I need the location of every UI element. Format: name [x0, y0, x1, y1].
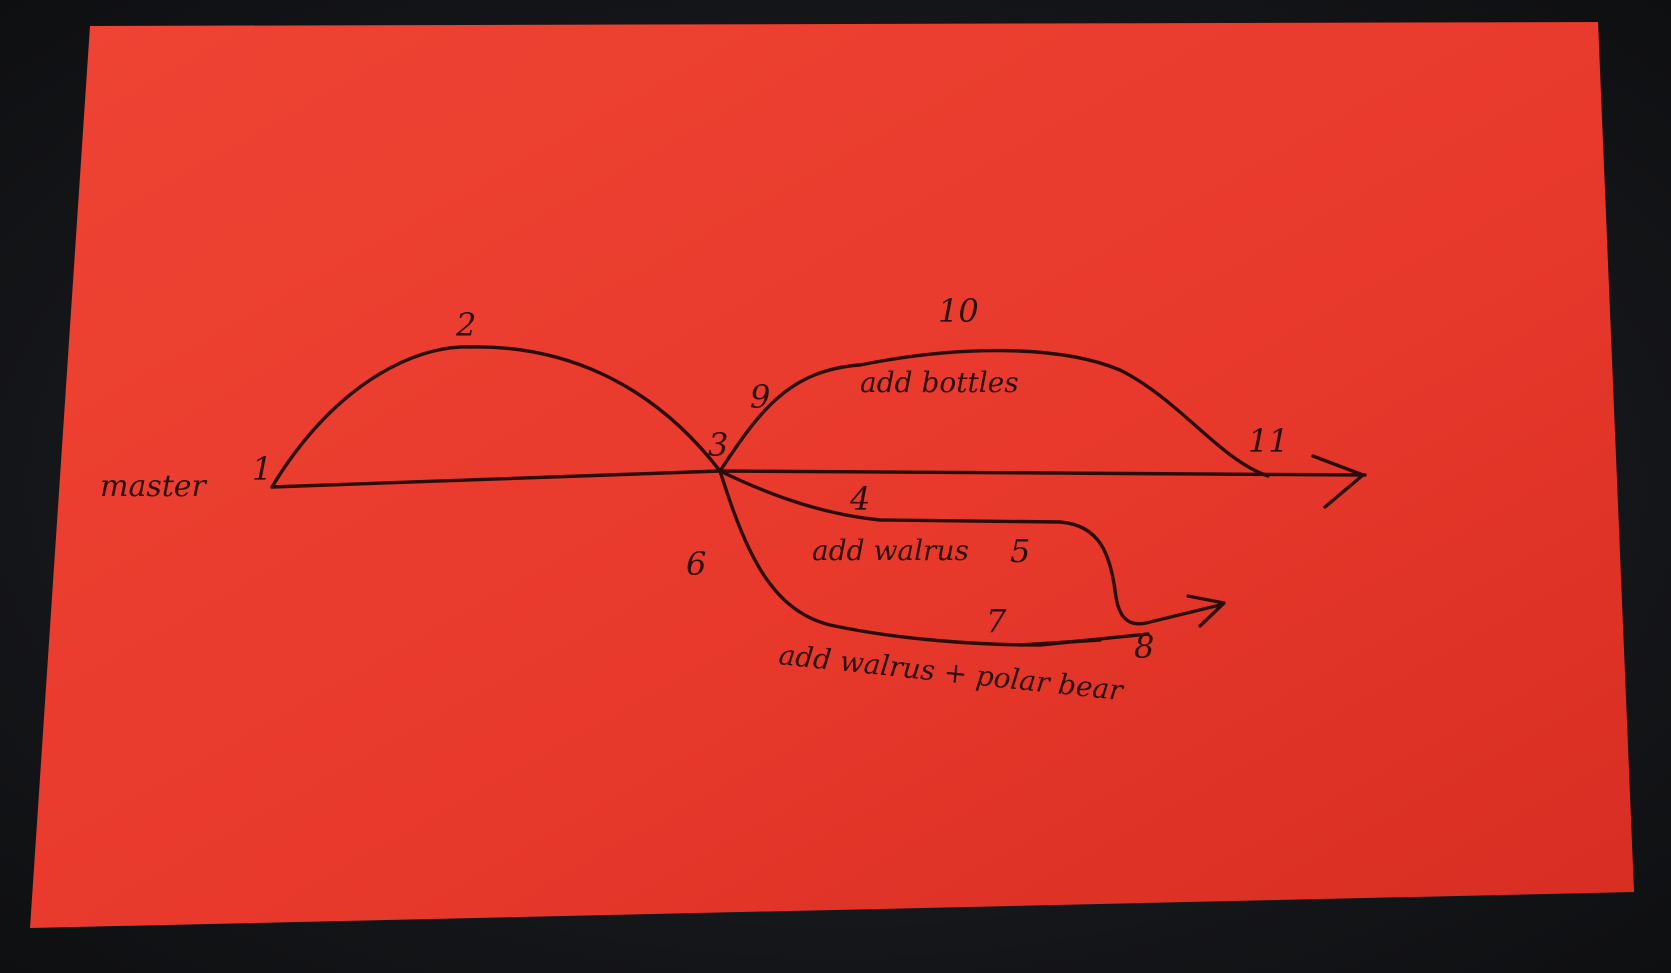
branch-walrus-polar-bear: [718, 469, 1150, 647]
walrus-arrowhead-icon: [1186, 594, 1226, 628]
commit-label-3: 3: [708, 426, 728, 464]
merge-stroke: [1018, 638, 1102, 647]
note-add-bottles: add bottles: [860, 366, 1019, 399]
branch-bottles: [718, 348, 1270, 478]
branch-arc-commit-2: [270, 345, 722, 489]
commit-label-2: 2: [455, 306, 476, 344]
branch-walrus: [718, 469, 1222, 626]
branch-label-master: master: [100, 469, 208, 504]
note-add-walrus: add walrus: [812, 534, 969, 567]
commit-label-5: 5: [1010, 532, 1030, 570]
commit-label-8: 8: [1134, 628, 1154, 666]
master-arrowhead-icon: [1311, 454, 1365, 509]
commit-label-11: 11: [1248, 422, 1289, 460]
red-index-card: [30, 22, 1634, 928]
commit-label-4: 4: [849, 480, 870, 518]
commit-label-1: 1: [252, 450, 272, 488]
commit-label-7: 7: [986, 602, 1007, 640]
commit-label-6: 6: [686, 545, 706, 583]
commit-label-10: 10: [938, 292, 979, 330]
commit-label-9: 9: [750, 378, 770, 416]
